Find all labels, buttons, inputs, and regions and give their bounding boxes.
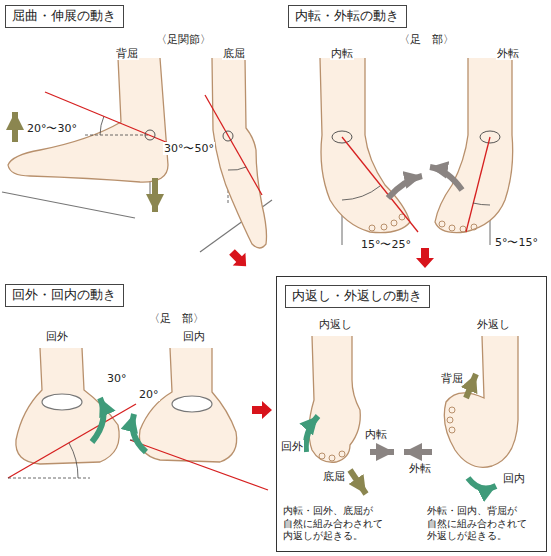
ankle-flexion-figure — [2, 192, 135, 218]
motion-label: 底屈 — [222, 47, 246, 60]
panel-heading: 回外・回内の動き — [5, 284, 124, 307]
foot-rotation-figure — [139, 348, 236, 462]
flow-arrow — [226, 246, 434, 419]
heading-text: 屈曲・伸展の動き — [12, 8, 116, 25]
inversion-eversion-figure — [449, 427, 455, 433]
foot-rotation-figure — [16, 348, 119, 464]
inversion-eversion-figure — [468, 478, 496, 489]
inversion-eversion-figure — [339, 451, 345, 457]
motion-label: 内転 — [364, 428, 388, 441]
motion-label: 底屈 — [322, 470, 346, 483]
ankle-flexion-figure — [212, 58, 267, 248]
panel-heading: 内転・外転の動き — [288, 5, 407, 28]
inversion-eversion-figure — [319, 453, 325, 459]
inversion-eversion-figure — [444, 336, 518, 467]
note-text: 内転・回外、底屈が 自然に組み合わされて 内返しが起きる。 — [283, 505, 397, 543]
note-text: 外転・回内、背屈が 自然に組み合わされて 外返しが起きる。 — [427, 505, 541, 543]
foot-adduction-figure — [471, 224, 477, 230]
foot-adduction-figure — [320, 58, 410, 233]
inversion-eversion-figure — [447, 417, 453, 423]
motion-label: 外転 — [408, 462, 432, 475]
foot-rotation-figure — [172, 396, 212, 412]
inversion-eversion-figure — [329, 455, 335, 461]
inversion-eversion-figure — [306, 416, 318, 452]
heading-text: 回外・回内の動き — [12, 287, 116, 304]
view-label: 〈足 部〉 — [398, 33, 455, 46]
panel-heading: 内返し・外返しの動き — [285, 285, 430, 308]
motion-label: 外転 — [496, 47, 520, 60]
foot-adduction-figure — [342, 186, 380, 200]
panel-heading: 屈曲・伸展の動き — [5, 5, 124, 28]
motion-label: 回外 — [280, 440, 304, 453]
ankle-flexion-figure — [152, 178, 158, 212]
inversion-eversion-figure — [404, 449, 432, 455]
inversion-eversion-figure — [466, 374, 476, 398]
foot-adduction-figure — [435, 58, 513, 233]
motion-label: 背屈 — [440, 372, 464, 385]
heading-text: 内返し・外返しの動き — [292, 288, 422, 305]
angle-label: 30° — [106, 372, 128, 385]
foot-adduction-figure — [391, 220, 397, 226]
foot-adduction-figure — [439, 221, 445, 227]
foot-rotation-figure — [130, 440, 268, 490]
view-label: 〈足関節〉 — [155, 33, 212, 46]
inversion-eversion-figure — [350, 470, 366, 494]
ankle-flexion-figure — [100, 116, 104, 135]
foot-rotation-figure — [92, 398, 104, 442]
foot-adduction-figure — [369, 225, 375, 231]
ankle-flexion-figure — [8, 58, 168, 182]
flow-arrow — [226, 246, 253, 273]
ankle-flexion-figure — [2, 58, 272, 252]
foot-adduction-figure — [388, 176, 422, 198]
ankle-flexion-figure — [145, 130, 155, 140]
view-label: 〈足 部〉 — [148, 312, 205, 325]
motion-label: 回内 — [182, 330, 206, 343]
motion-label: 背屈 — [115, 47, 139, 60]
foot-rotation-figure — [8, 404, 136, 478]
motion-label: 回外 — [45, 330, 69, 343]
inversion-eversion-figure — [306, 336, 518, 494]
foot-adduction-figure — [381, 224, 387, 230]
ankle-flexion-figure — [228, 167, 246, 170]
ankle-flexion-figure — [223, 131, 233, 141]
motion-label: 内返し — [318, 318, 353, 331]
foot-adduction-figure — [449, 225, 455, 231]
foot-rotation-figure — [42, 394, 82, 410]
foot-adduction-figure — [320, 58, 513, 245]
foot-adduction-figure — [473, 203, 490, 205]
angle-label: 15°〜25° — [360, 238, 412, 251]
foot-rotation-figure — [69, 443, 78, 478]
foot-adduction-figure — [460, 226, 466, 232]
heading-text: 内転・外転の動き — [295, 8, 399, 25]
flow-arrow — [416, 248, 434, 268]
foot-adduction-figure — [430, 167, 462, 190]
flow-arrow — [252, 401, 272, 419]
foot-rotation-figure — [133, 414, 147, 452]
motion-label: 内転 — [330, 47, 354, 60]
foot-adduction-figure — [466, 137, 490, 232]
ankle-flexion-figure — [12, 112, 18, 142]
motion-label: 外返し — [476, 318, 511, 331]
inversion-eversion-figure — [370, 449, 394, 455]
angle-label: 30°〜50° — [163, 142, 215, 155]
angle-label: 20°〜30° — [26, 122, 78, 135]
inversion-eversion-figure — [309, 336, 360, 462]
ankle-flexion-figure — [85, 135, 150, 136]
angle-label: 20° — [138, 388, 160, 401]
angle-label: 5°〜15° — [494, 236, 539, 249]
inversion-eversion-figure — [449, 407, 455, 413]
motion-label: 回内 — [502, 472, 526, 485]
foot-rotation-figure — [8, 348, 268, 490]
